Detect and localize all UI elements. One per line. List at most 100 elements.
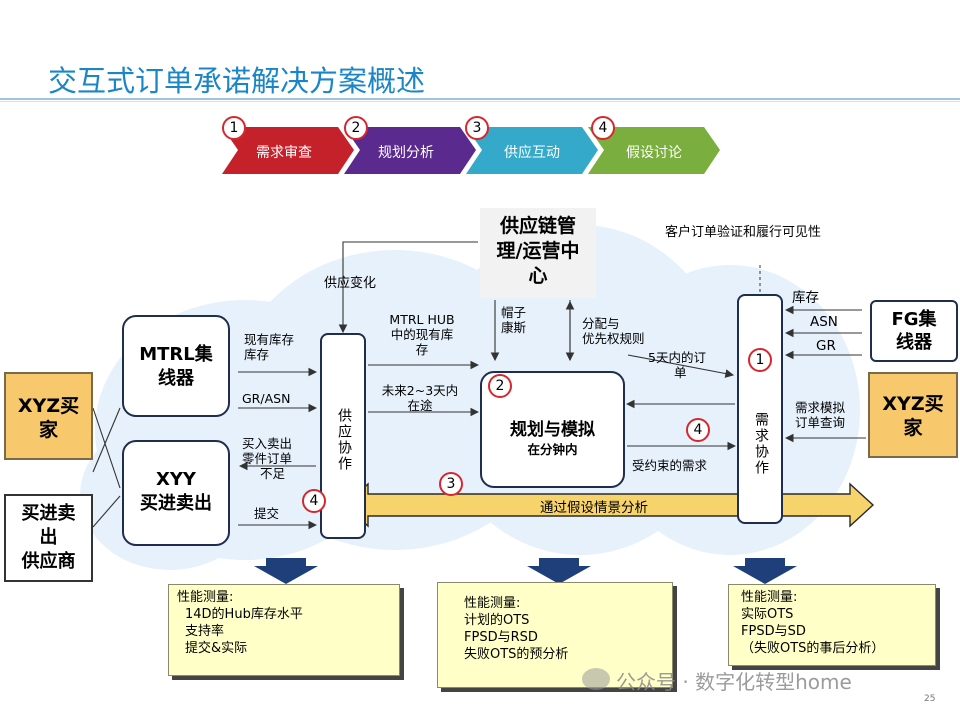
title-divider-light (0, 101, 960, 102)
down-arrow-2 (527, 558, 591, 584)
scm-line-3: 心 (528, 265, 548, 287)
supply-collab-box (320, 333, 366, 539)
alloc-label-2: 优先权规则 (582, 331, 645, 346)
note-2-item: FPSD与RSD (464, 630, 538, 645)
step-3-label: 供应互动 (504, 145, 560, 161)
asn-label: ASN (810, 314, 838, 330)
buy-label-2: 零件订单 (242, 451, 293, 466)
xyz-left-line-1: XYZ买 (17, 395, 80, 417)
kpi-note-2: 性能测量: 计划的OTS FPSD与RSD 失败OTS的预分析 (437, 582, 673, 688)
step-2-number: 2 (344, 116, 368, 140)
fg-line-2: 线器 (896, 332, 932, 353)
chevron-step-3 (466, 127, 598, 174)
demand-sim-1: 需求模拟 (795, 400, 846, 415)
scm-line-2: 理/运营中 (496, 240, 580, 262)
fg-hub-box: FG集 线器 (870, 300, 958, 362)
broker-line-1: 买进卖 (21, 503, 76, 524)
page-number: 25 (924, 694, 936, 704)
demand-collab-label: 需求协作 (753, 412, 769, 476)
planning-title: 规划与模拟 (510, 420, 595, 440)
title-divider (0, 98, 960, 100)
note-2-item: 失败OTS的预分析 (464, 647, 569, 662)
buy-sell-label: 买入卖出 零件订单 不足 (242, 436, 292, 481)
note-3-item: （失败OTS的事后分析） (741, 641, 885, 656)
five-day-label: 5天内的订 单 (648, 350, 706, 380)
five-label-2: 单 (674, 365, 687, 380)
gr-label: GR (816, 338, 836, 354)
note-3-title: 性能测量: (741, 590, 798, 605)
xyz-buyer-left: XYZ买 家 (4, 372, 93, 460)
constrained-label: 受约束的需求 (632, 458, 708, 473)
marker-3: 3 (439, 472, 463, 496)
note-3-item: 实际OTS (741, 607, 794, 622)
demand-sim-label: 需求模拟 订单查询 (795, 400, 845, 430)
planning-subtitle: 在分钟内 (527, 442, 578, 457)
hat-label-2: 康斯 (501, 320, 527, 335)
step-1-label: 需求审查 (256, 145, 312, 161)
alloc-label-1: 分配与 (582, 316, 620, 331)
demand-collab-box (737, 294, 783, 524)
xyz-right-line-1: XYZ买 (882, 393, 944, 415)
top-right-label: 客户订单验证和履行可见性 (665, 225, 822, 240)
hub-label-3: 存 (415, 342, 429, 357)
process-chevrons (222, 127, 720, 174)
whatif-label: 通过假设情景分析 (540, 500, 648, 516)
stock-label-2: 库存 (244, 347, 270, 362)
fg-line-1: FG集 (891, 309, 937, 330)
hub-label-2: 中的现有库 (390, 327, 454, 342)
xyz-buyer-right: XYZ买 家 (868, 372, 958, 458)
future-label-2: 在途 (407, 398, 433, 413)
stock-label: 现有库存 库存 (244, 332, 294, 362)
broker-supplier-box: 买进卖 出 供应商 (4, 494, 93, 582)
scm-center-box: 供应链管 理/运营中 心 (480, 208, 596, 298)
page-title: 交互式订单承诺解决方案概述 (48, 64, 426, 98)
xyy-line-2: 买进卖出 (140, 493, 212, 514)
marker-4-left: 4 (302, 489, 326, 513)
watermark-text: 公众号 · 数字化转型home (616, 670, 852, 694)
broker-line-3: 供应商 (21, 551, 76, 572)
note-2-item: 计划的OTS (464, 613, 530, 628)
future-label: 未来2~3天内 在途 (372, 383, 468, 413)
xyy-line-1: XYY (156, 469, 196, 490)
mtrl-line-1: MTRL集 (139, 344, 213, 365)
chevron-step-2 (344, 127, 476, 174)
buy-label-1: 买入卖出 (242, 436, 293, 451)
inventory-label: 库存 (792, 290, 819, 306)
marker-4-right: 4 (686, 418, 710, 442)
kpi-note-1: 性能测量: 14D的Hub库存水平 支持率 提交&实际 (168, 584, 400, 676)
xyz-left-line-2: 家 (38, 419, 58, 441)
future-label-1: 未来2~3天内 (381, 383, 459, 398)
scm-line-1: 供应链管 (499, 215, 576, 237)
step-3-number: 3 (465, 116, 489, 140)
buy-label-3: 不足 (260, 466, 286, 481)
note-1-item: 14D的Hub库存水平 (185, 607, 303, 622)
down-arrow-3 (733, 558, 797, 584)
mtrl-line-2: 线器 (158, 368, 194, 389)
xyz-right-line-2: 家 (903, 417, 923, 439)
note-3-item: FPSD与SD (741, 624, 806, 639)
hat-label-1: 帽子 (501, 305, 527, 320)
gr-asn-label: GR/ASN (242, 391, 291, 406)
marker-2: 2 (488, 374, 512, 398)
stock-label-1: 现有库存 (244, 332, 295, 347)
chevron-step-1 (222, 127, 354, 174)
mtrl-hub-box: MTRL集 线器 (122, 315, 230, 417)
down-arrow-1 (254, 558, 318, 584)
note-2-title: 性能测量: (464, 596, 521, 611)
step-1-number: 1 (222, 116, 246, 140)
supply-collab-label: 供应协作 (336, 408, 352, 472)
step-2-label: 规划分析 (378, 145, 434, 161)
five-label-1: 5天内的订 (648, 350, 706, 365)
hub-label-1: MTRL HUB (389, 312, 455, 327)
submit-label: 提交 (254, 506, 280, 521)
note-1-item: 支持率 (185, 624, 225, 639)
marker-1: 1 (748, 348, 772, 372)
step-4-label: 假设讨论 (626, 145, 682, 161)
hub-stock-label: MTRL HUB 中的现有库 存 (372, 312, 472, 357)
xyy-box: XYY 买进卖出 (122, 440, 230, 546)
note-1-title: 性能测量: (177, 590, 234, 605)
note-1-item: 提交&实际 (185, 641, 248, 656)
wechat-icon (582, 668, 610, 690)
kpi-note-3: 性能测量: 实际OTS FPSD与SD （失败OTS的事后分析） (728, 584, 936, 666)
chevron-step-4 (588, 127, 720, 174)
